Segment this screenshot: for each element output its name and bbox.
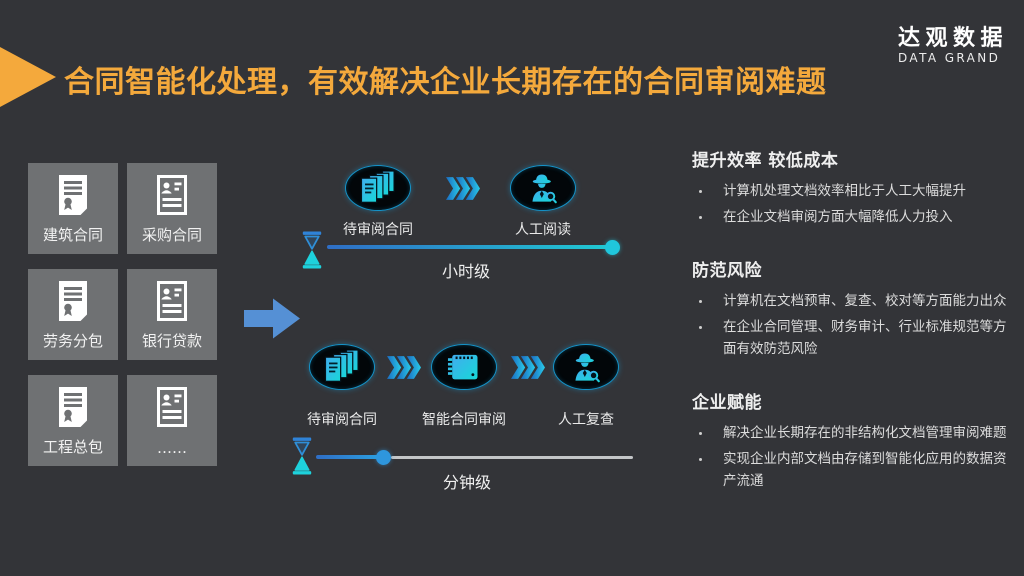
documents-stack-icon bbox=[324, 350, 359, 382]
tile-label: …… bbox=[157, 439, 187, 457]
smart-timeline-dot bbox=[376, 450, 391, 465]
benefits-column: 提升效率 较低成本 计算机处理文档效率相比于人工大幅提升 在企业文档审阅方面大幅… bbox=[692, 146, 1012, 520]
benefit-section-empowerment: 企业赋能 解决企业长期存在的非结构化文档管理审阅难题 实现企业内部文档由存储到智… bbox=[692, 388, 1012, 492]
benefit-list: 计算机处理文档效率相比于人工大幅提升 在企业文档审阅方面大幅降低人力投入 bbox=[692, 180, 1012, 228]
flow-chevrons-icon bbox=[511, 356, 545, 379]
contract-type-tile: 工程总包 bbox=[28, 375, 118, 466]
contract-doc-icon bbox=[59, 175, 87, 215]
flow-step-oval bbox=[345, 165, 411, 211]
tile-label: 采购合同 bbox=[141, 226, 202, 244]
contract-type-tile: 采购合同 bbox=[127, 163, 217, 254]
contract-doc-icon bbox=[59, 387, 87, 427]
benefit-title: 提升效率 较低成本 bbox=[692, 151, 839, 171]
benefit-bullet: 计算机处理文档效率相比于人工大幅提升 bbox=[692, 180, 1012, 202]
page-title: 合同智能化处理，有效解决企业长期存在的合同审阅难题 bbox=[64, 65, 827, 100]
human-reviewer-icon bbox=[532, 174, 557, 204]
human-reviewer-icon bbox=[575, 353, 600, 383]
benefit-section-efficiency: 提升效率 较低成本 计算机处理文档效率相比于人工大幅提升 在企业文档审阅方面大幅… bbox=[692, 146, 1012, 228]
flow-step-oval bbox=[510, 165, 576, 211]
brand-logo-en: DATA GRAND bbox=[897, 51, 1001, 65]
documents-stack-icon bbox=[360, 171, 395, 203]
flow-step-oval bbox=[309, 344, 375, 390]
person-card-icon bbox=[157, 175, 187, 215]
person-card-icon bbox=[157, 387, 187, 427]
benefit-section-risk: 防范风险 计算机在文档预审、复查、校对等方面能力出众 在企业合同管理、财务审计、… bbox=[692, 256, 1012, 360]
contract-type-tile: 银行贷款 bbox=[127, 269, 217, 360]
manual-timeline-dot bbox=[605, 240, 620, 255]
flow-step-label: 待审阅合同 bbox=[343, 222, 413, 238]
flow-step-label: 待审阅合同 bbox=[307, 412, 377, 428]
flow-step-oval bbox=[553, 344, 619, 390]
benefit-bullet: 在企业合同管理、财务审计、行业标准规范等方面有效防范风险 bbox=[692, 316, 1012, 360]
smart-timeline-remaining-line bbox=[391, 455, 633, 459]
tile-label: 劳务分包 bbox=[42, 332, 103, 350]
person-card-icon bbox=[157, 281, 187, 321]
hourglass-icon bbox=[292, 437, 312, 475]
benefit-list: 计算机在文档预审、复查、校对等方面能力出众 在企业合同管理、财务审计、行业标准规… bbox=[692, 290, 1012, 360]
tile-label: 工程总包 bbox=[42, 438, 103, 456]
contract-doc-icon bbox=[59, 281, 87, 321]
smart-time-scale: 分钟级 bbox=[442, 473, 492, 492]
transform-arrow-icon bbox=[244, 298, 300, 339]
benefit-list: 解决企业长期存在的非结构化文档管理审阅难题 实现企业内部文档由存储到智能化应用的… bbox=[692, 422, 1012, 492]
tile-label: 建筑合同 bbox=[42, 226, 103, 244]
contract-types-grid: 建筑合同 采购合同 劳务分包 bbox=[28, 163, 217, 466]
tile-label: 银行贷款 bbox=[141, 332, 202, 350]
benefit-bullet: 在企业文档审阅方面大幅降低人力投入 bbox=[692, 206, 1012, 228]
brand-logo-cn: 达观数据 bbox=[897, 26, 1008, 51]
title-chevron-icon bbox=[0, 47, 56, 107]
smart-review-machine-icon bbox=[447, 354, 478, 379]
contract-type-tile: 劳务分包 bbox=[28, 269, 118, 360]
flow-step-label: 智能合同审阅 bbox=[422, 412, 506, 428]
manual-timeline-line bbox=[327, 245, 613, 249]
benefit-title: 防范风险 bbox=[692, 261, 762, 281]
contract-type-tile: 建筑合同 bbox=[28, 163, 118, 254]
flow-chevrons-icon bbox=[387, 356, 421, 379]
benefit-title: 企业赋能 bbox=[692, 393, 762, 413]
contract-type-tile: …… bbox=[127, 375, 217, 466]
brand-logo: 达观数据 DATA GRAND bbox=[898, 26, 1008, 65]
flow-step-oval bbox=[431, 344, 497, 390]
benefit-bullet: 实现企业内部文档由存储到智能化应用的数据资产流通 bbox=[692, 448, 1012, 492]
hourglass-icon bbox=[302, 231, 322, 269]
benefit-bullet: 解决企业长期存在的非结构化文档管理审阅难题 bbox=[692, 422, 1012, 444]
flow-step-label: 人工阅读 bbox=[515, 222, 571, 238]
smart-timeline-progress-line bbox=[316, 455, 382, 459]
manual-time-scale: 小时级 bbox=[441, 262, 491, 281]
benefit-bullet: 计算机在文档预审、复查、校对等方面能力出众 bbox=[692, 290, 1012, 312]
flow-chevrons-icon bbox=[446, 177, 480, 200]
flow-step-label: 人工复查 bbox=[558, 412, 614, 428]
